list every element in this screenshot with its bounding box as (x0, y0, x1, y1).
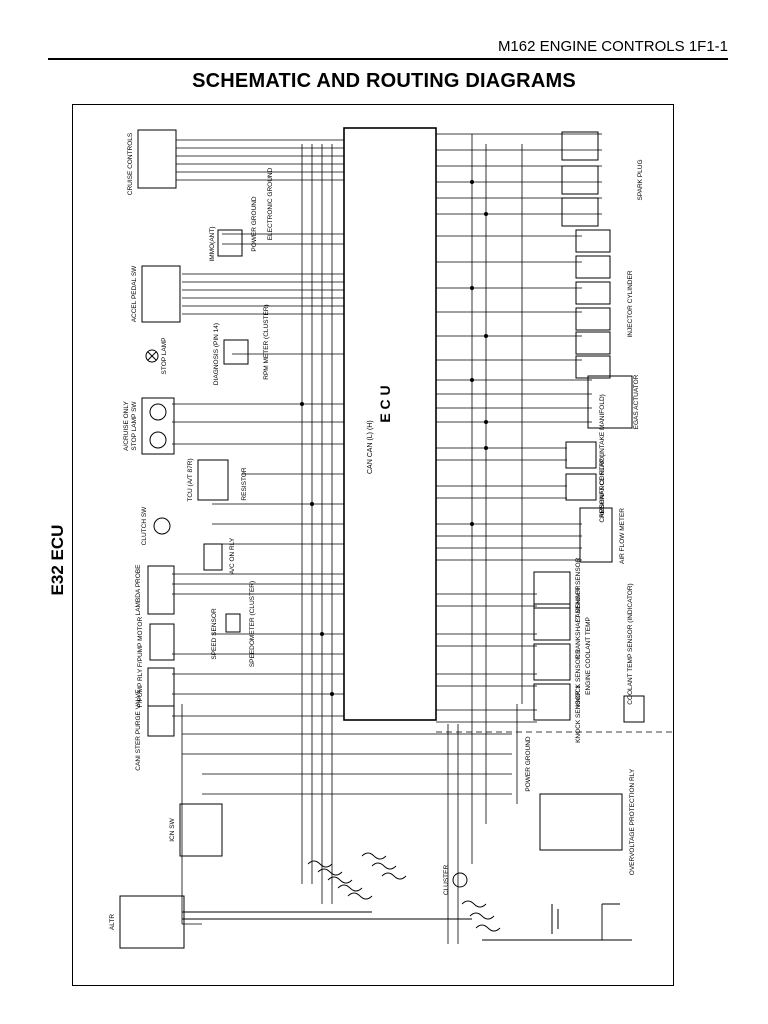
label-fpump-rly: F/PUMP RLY (137, 668, 144, 707)
label-speedometer: SPEEDOMETER (CLUSTER) (249, 581, 256, 667)
icn-sw-box (179, 803, 223, 857)
label-clutch: CLUTCH SW (141, 506, 148, 546)
altr-box (119, 895, 185, 949)
overvoltage-rly-box (539, 793, 623, 851)
cruise-controls-box (137, 129, 177, 189)
knock-sensor-2-box (533, 643, 571, 681)
label-fpump-motor: F/PUMP MOTOR (137, 617, 144, 668)
side-label-text: E32 ECU (48, 524, 67, 596)
ecu-label: E C U (377, 385, 393, 422)
schematic-frame (72, 104, 674, 986)
injector-5 (575, 331, 611, 355)
right-bus (447, 134, 523, 944)
label-acruise: A/CRUISE ONLY (123, 400, 130, 450)
lambda-probe-box (147, 565, 175, 615)
label-resonance: RESONANCE FLAP (INTAKE MANIFOLD) (599, 394, 606, 518)
label-stop-lamp: STOP LAMP (161, 338, 168, 375)
label-knock-1: KNOCK SENSOR 1 (575, 685, 582, 743)
label-icn-sw: ICN SW (169, 817, 176, 841)
label-stop-lamp-sw: STOP LAMP SW (131, 401, 138, 451)
label-power-ground-right: POWER GROUND (525, 736, 532, 792)
clutch-sw-symbol (153, 517, 171, 535)
label-canister: CANI STER PURGE VALVE (135, 689, 142, 771)
fpump-rly-box (147, 667, 175, 707)
air-flow-meter-box (579, 507, 613, 563)
knock-sensor-1-box (533, 683, 571, 721)
wiring-schematic: E C U CAN CAN (L) (H) (109, 127, 672, 949)
fpump-motor-box (149, 623, 175, 661)
camshaft-sensor-box (533, 571, 571, 609)
page-title: SCHEMATIC AND ROUTING DIAGRAMS (192, 70, 576, 92)
label-ac-rly: A/C ON RLY (229, 537, 236, 574)
label-spark-plug: SPARK PLUG (637, 159, 644, 200)
header-rule (48, 58, 728, 60)
cluster-symbol (452, 872, 468, 888)
label-rpm-meter: RPM METER (CLUSTER) (263, 304, 270, 379)
label-immo: IMMO(ANT) (209, 226, 216, 261)
crankshaft-sensor-box (533, 603, 571, 641)
can-label: CAN CAN (L) (H) (367, 420, 374, 474)
label-speed-sensor: SPEED SENSOR (211, 608, 218, 660)
canister-valve-box (147, 705, 175, 737)
ignition-coil-1 (561, 131, 599, 161)
right-wiring (436, 133, 602, 723)
stop-lamp-sw-box (141, 397, 175, 455)
label-lambda: LAMBDA PROBE (135, 564, 142, 616)
accel-pedal-box (141, 265, 181, 323)
tcu-box (197, 459, 229, 501)
label-electronic-ground: ELECTRONIC GROUND (267, 167, 274, 240)
injector-6 (575, 355, 611, 379)
label-accel-pedal: ACCEL PEDAL SW (131, 265, 138, 322)
label-crankshaft-sensor: CRANKSHAFT SENSOR (575, 585, 582, 659)
ignition-coil-3 (561, 197, 599, 227)
left-wiring (172, 139, 512, 795)
label-camshaft-control: CAMSHAFT CONTROL (599, 453, 606, 523)
injector-3 (575, 281, 611, 305)
junction-dots (300, 180, 488, 696)
label-diagnosis: DIAGNOSIS (PIN 14) (213, 323, 220, 385)
label-air-flow: AIR FLOW METER (619, 508, 626, 564)
label-tcu: TCU (A/T 87R) (187, 458, 194, 501)
egas-actuator-box (587, 375, 633, 429)
label-power-ground: POWER GROUND (251, 196, 258, 252)
injector-4 (575, 307, 611, 331)
section-header: M162 ENGINE CONTROLS 1F1-1 (497, 38, 728, 55)
label-cruise-controls: CRUISE CONTROLS (127, 132, 134, 195)
label-knock-2: KNOCK SENSOR 2 (575, 649, 582, 707)
fuse-row (182, 852, 632, 941)
immo-box (217, 229, 243, 257)
left-bus (181, 144, 333, 925)
label-altr: ALTR (109, 914, 116, 930)
injector-1 (575, 229, 611, 253)
injector-2 (575, 255, 611, 279)
ecu-block: E C U CAN CAN (L) (H) (343, 127, 437, 721)
resonance-flap-box (565, 441, 597, 469)
camshaft-control-box (565, 473, 597, 501)
label-overvoltage: OVERVOLTAGE PROTECTION RLY (629, 768, 636, 875)
stop-lamp-symbol (145, 349, 159, 363)
speed-sensor-box (225, 613, 241, 633)
coolant-temp-sensor-box (623, 695, 645, 723)
label-egas: EGAS ACTUATOR (633, 374, 640, 429)
label-cluster: CLUSTER (443, 865, 450, 896)
ignition-coil-2 (561, 165, 599, 195)
label-camshaft-sensor: CAMSHAFT SENSOR (575, 557, 582, 622)
label-coolant-indicator: COOLANT TEMP SENSOR (INDICATOR) (627, 583, 634, 704)
label-injector: INJECTOR CYLINDER (627, 270, 634, 337)
diagnosis-box (223, 339, 249, 365)
label-resistor: RESISTOR (241, 467, 248, 500)
label-engine-coolant: ENGINE COOLANT TEMP (585, 617, 592, 695)
ac-rly-box (203, 543, 223, 571)
